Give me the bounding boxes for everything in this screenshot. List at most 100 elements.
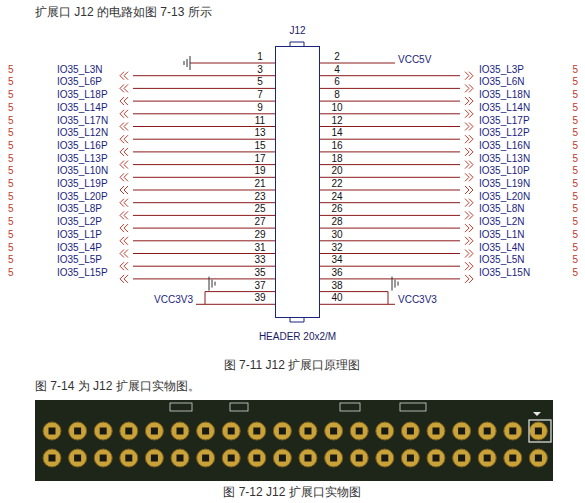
net-label: IO35_L10N	[57, 166, 108, 176]
power-label: VCC3V3	[398, 295, 437, 305]
sheet-number: 5	[8, 217, 14, 227]
wire	[469, 110, 473, 118]
wire	[120, 173, 124, 181]
wire	[133, 253, 275, 254]
net-label: IO35_L20N	[479, 192, 530, 202]
wire	[133, 101, 275, 102]
wire	[320, 151, 460, 152]
pin-number: 38	[331, 281, 342, 291]
wire	[392, 277, 393, 291]
wire	[133, 278, 275, 279]
body-text: 图 7-14 为 J12 扩展口实物图。	[35, 380, 200, 392]
net-label: IO35_L5P	[57, 255, 102, 265]
wire	[465, 211, 469, 219]
pin-number: 25	[254, 204, 265, 214]
net-label: IO35_L12P	[479, 128, 530, 138]
figure-caption: 图 7-11 J12 扩展口原理图	[224, 359, 360, 371]
pin-number: 40	[331, 293, 342, 303]
wire	[465, 72, 469, 80]
sheet-number: 5	[8, 192, 14, 202]
pin-number: 35	[254, 268, 265, 278]
pin-number: 28	[331, 217, 342, 227]
wire	[469, 84, 473, 92]
wire	[133, 177, 275, 178]
sheet-number: 5	[8, 128, 14, 138]
wire	[465, 110, 469, 118]
pin-number: 24	[331, 192, 342, 202]
sheet-number: 5	[8, 166, 14, 176]
pin-number: 23	[254, 192, 265, 202]
wire	[465, 186, 469, 194]
sheet-number: 5	[572, 77, 578, 87]
wire	[205, 292, 206, 305]
wire	[320, 126, 460, 127]
net-label: IO35_L13P	[57, 154, 108, 164]
wire	[320, 278, 460, 279]
pin-number: 30	[331, 230, 342, 240]
pin-number: 8	[334, 90, 340, 100]
net-label: IO35_L15P	[57, 268, 108, 278]
sheet-number: 5	[572, 217, 578, 227]
wire	[320, 253, 460, 254]
wire	[320, 228, 460, 229]
wire	[320, 164, 460, 165]
wire	[320, 101, 460, 102]
wire	[398, 282, 399, 286]
wire	[124, 84, 128, 92]
sheet-number: 5	[8, 90, 14, 100]
wire	[465, 148, 469, 156]
net-label: IO35_L3P	[479, 65, 524, 75]
pin-number: 33	[254, 255, 265, 265]
wire	[120, 84, 124, 92]
part-name: J12	[289, 25, 305, 36]
wire	[469, 135, 473, 143]
wire	[465, 173, 469, 181]
sheet-number: 5	[8, 65, 14, 75]
sheet-number: 5	[572, 116, 578, 126]
sheet-number: 5	[572, 166, 578, 176]
net-label: IO35_L1N	[479, 230, 525, 240]
header-photo	[35, 400, 553, 481]
wire	[124, 161, 128, 169]
wire	[124, 250, 128, 258]
pin-number: 37	[254, 281, 265, 291]
wire	[120, 262, 124, 270]
pin-number: 19	[254, 166, 265, 176]
wire	[124, 135, 128, 143]
wire	[133, 215, 275, 216]
wire	[469, 72, 473, 80]
net-label: IO35_L2N	[479, 217, 525, 227]
net-label: IO35_L18P	[57, 90, 108, 100]
power-label: VCC3V3	[154, 295, 193, 305]
net-label: IO35_L15N	[479, 268, 530, 278]
pin-number: 27	[254, 217, 265, 227]
sheet-number: 5	[572, 103, 578, 113]
sheet-number: 5	[8, 243, 14, 253]
wire	[469, 237, 473, 245]
net-label: IO35_L8P	[57, 204, 102, 214]
sheet-number: 5	[572, 154, 578, 164]
wire	[465, 161, 469, 169]
wire	[120, 186, 124, 194]
wire	[124, 237, 128, 245]
net-label: IO35_L1P	[57, 230, 102, 240]
sheet-number: 5	[572, 204, 578, 214]
wire	[120, 224, 124, 232]
pin-number: 6	[334, 77, 340, 87]
pin-number: 7	[257, 90, 263, 100]
sheet-number: 5	[8, 154, 14, 164]
sheet-number: 5	[572, 230, 578, 240]
wire	[465, 237, 469, 245]
wire	[120, 110, 124, 118]
pin-number: 34	[331, 255, 342, 265]
photo-pins	[43, 403, 551, 467]
wire	[320, 304, 395, 305]
header-connector: J12HEADER 20x2/M	[275, 46, 320, 318]
wires	[120, 42, 473, 322]
net-label: IO35_L17N	[57, 116, 108, 126]
wire	[469, 123, 473, 131]
sheet-number: 5	[572, 128, 578, 138]
wire	[209, 277, 210, 291]
wire	[133, 75, 275, 76]
wire	[133, 164, 275, 165]
